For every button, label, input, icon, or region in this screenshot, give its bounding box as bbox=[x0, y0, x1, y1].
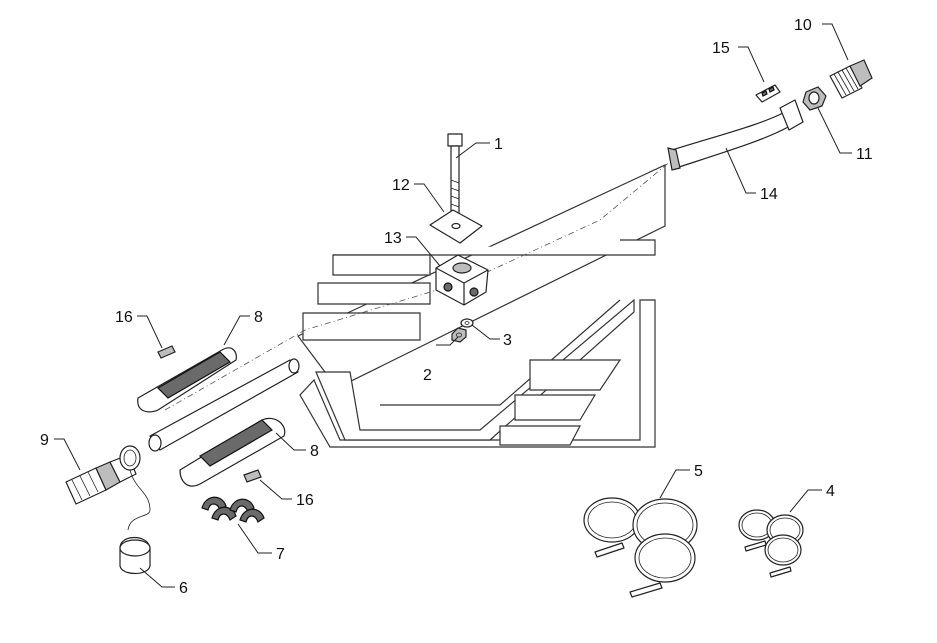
part-5-clamps bbox=[583, 497, 698, 598]
callout-8-lower: 8 bbox=[310, 443, 319, 460]
part-6-cap bbox=[119, 445, 151, 575]
part-11-nut bbox=[802, 86, 827, 111]
part-8-lower-shell bbox=[179, 417, 286, 487]
leader-lines bbox=[54, 23, 852, 588]
part-7-dampers bbox=[201, 496, 265, 523]
callout-1: 1 bbox=[494, 136, 503, 153]
callout-14: 14 bbox=[760, 186, 778, 203]
callout-15: 15 bbox=[712, 40, 730, 57]
callout-8-upper: 8 bbox=[254, 309, 263, 326]
callout-11: 11 bbox=[856, 146, 873, 163]
tube bbox=[148, 358, 300, 452]
part-14-hose bbox=[667, 99, 804, 171]
part-13-clamp-block bbox=[435, 254, 489, 306]
callout-2: 2 bbox=[423, 367, 432, 384]
callout-16-lower: 16 bbox=[296, 492, 314, 509]
callout-9: 9 bbox=[40, 432, 49, 449]
callout-16-upper: 16 bbox=[115, 309, 133, 326]
callout-12: 12 bbox=[392, 177, 410, 194]
part-8-upper-shell bbox=[137, 347, 237, 413]
callout-4: 4 bbox=[826, 483, 835, 500]
callout-labels: 1 2 3 4 5 6 7 8 8 9 10 11 12 13 14 15 16… bbox=[40, 17, 873, 597]
callout-5: 5 bbox=[694, 463, 703, 480]
assembly-centerline bbox=[164, 159, 673, 411]
callout-10: 10 bbox=[794, 17, 812, 34]
callout-6: 6 bbox=[179, 580, 188, 597]
part-16-lower-clip bbox=[243, 469, 262, 483]
callout-3: 3 bbox=[503, 332, 512, 349]
part-16-upper-clip bbox=[157, 345, 176, 359]
part-15-clip bbox=[755, 84, 781, 103]
part-12-plate bbox=[429, 209, 483, 244]
tank-ghost-outline bbox=[297, 164, 666, 448]
part-10-fitting bbox=[829, 59, 873, 99]
callout-13: 13 bbox=[384, 230, 402, 247]
callout-7: 7 bbox=[276, 546, 285, 563]
part-2-nut bbox=[451, 327, 467, 343]
part-3-washer bbox=[460, 318, 474, 328]
part-4-clamps bbox=[738, 509, 804, 578]
